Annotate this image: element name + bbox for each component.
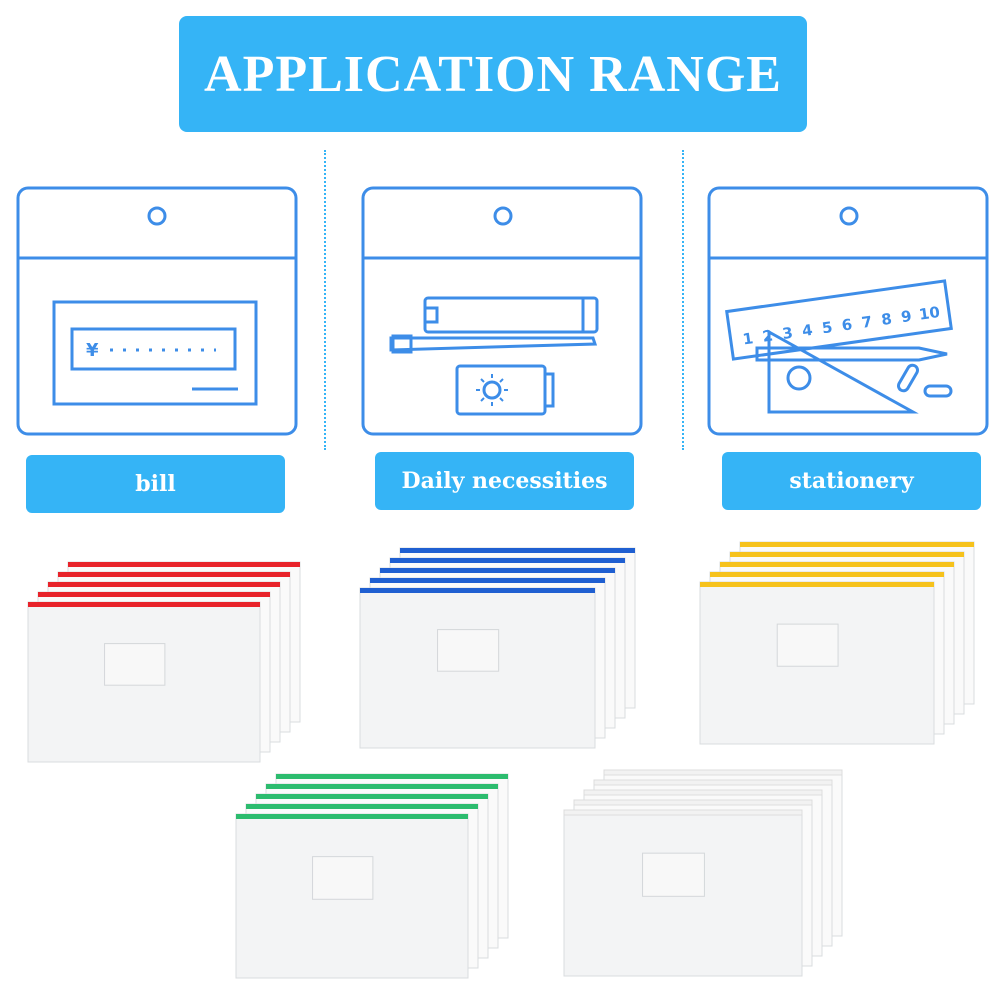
ruler-number: 7 — [860, 313, 873, 332]
ruler-number: 3 — [781, 324, 794, 343]
category-label-text: stationery — [789, 468, 914, 494]
dotted-divider-left — [324, 150, 326, 450]
zipper-strip — [720, 562, 954, 567]
category-label-text: Daily necessities — [401, 468, 608, 494]
banner-title: APPLICATION RANGE — [204, 45, 782, 103]
card-pocket — [776, 623, 839, 667]
zipper-bag — [27, 601, 261, 763]
zipper-bag — [699, 581, 935, 745]
white-zipper-bag-stack — [563, 769, 843, 977]
green-zipper-bag-stack — [235, 773, 509, 979]
ruler-numbers: 1 2 3 4 5 6 7 8 9 10 — [742, 303, 941, 349]
zipper-strip — [266, 784, 498, 789]
zipper-strip — [38, 592, 270, 597]
category-label-bill: bill — [26, 455, 285, 513]
zipper-strip — [390, 558, 625, 563]
toiletries-pouch-icon — [361, 186, 643, 436]
zipper-strip — [370, 578, 605, 583]
zipper-strip — [603, 769, 843, 776]
zipper-strip — [380, 568, 615, 573]
card-pocket — [642, 852, 705, 897]
zipper-strip — [276, 774, 508, 779]
category-label-stationery: stationery — [722, 452, 981, 510]
card-pocket — [437, 629, 500, 672]
bill-pouch-icon: ¥ — [16, 186, 298, 436]
category-label-text: bill — [135, 471, 176, 497]
zipper-strip — [710, 572, 944, 577]
ruler-number: 5 — [821, 318, 834, 337]
zipper-bag — [235, 813, 469, 979]
zipper-strip — [740, 542, 974, 547]
yen-symbol: ¥ — [86, 340, 99, 361]
ruler-number: 4 — [801, 321, 814, 340]
yellow-zipper-bag-stack — [699, 541, 975, 745]
category-label-daily-necessities: Daily necessities — [375, 452, 634, 510]
zipper-strip — [730, 552, 964, 557]
card-pocket — [312, 856, 374, 900]
ruler-number: 10 — [918, 303, 941, 324]
zipper-bag — [563, 809, 803, 977]
zipper-strip — [700, 582, 934, 587]
zipper-strip — [360, 588, 595, 593]
ruler-number: 1 — [742, 329, 755, 348]
zipper-strip — [246, 804, 478, 809]
red-zipper-bag-stack — [27, 561, 301, 763]
zipper-strip — [400, 548, 635, 553]
zipper-strip — [573, 799, 813, 806]
zipper-strip — [593, 779, 833, 786]
zipper-bag — [359, 587, 596, 749]
zipper-strip — [48, 582, 280, 587]
zipper-strip — [583, 789, 823, 796]
ruler-number: 9 — [900, 307, 913, 326]
blue-zipper-bag-stack — [359, 547, 636, 749]
zipper-strip — [563, 809, 803, 816]
zipper-strip — [28, 602, 260, 607]
card-pocket — [104, 643, 166, 686]
stationery-pouch-icon: 1 2 3 4 5 6 7 8 9 10 — [707, 186, 989, 436]
ruler-number: 8 — [880, 310, 893, 329]
application-range-banner: APPLICATION RANGE — [179, 16, 807, 132]
zipper-strip — [68, 562, 300, 567]
ruler-number: 6 — [841, 315, 854, 334]
zipper-strip — [236, 814, 468, 819]
zipper-strip — [256, 794, 488, 799]
zipper-strip — [58, 572, 290, 577]
dotted-divider-right — [682, 150, 684, 450]
